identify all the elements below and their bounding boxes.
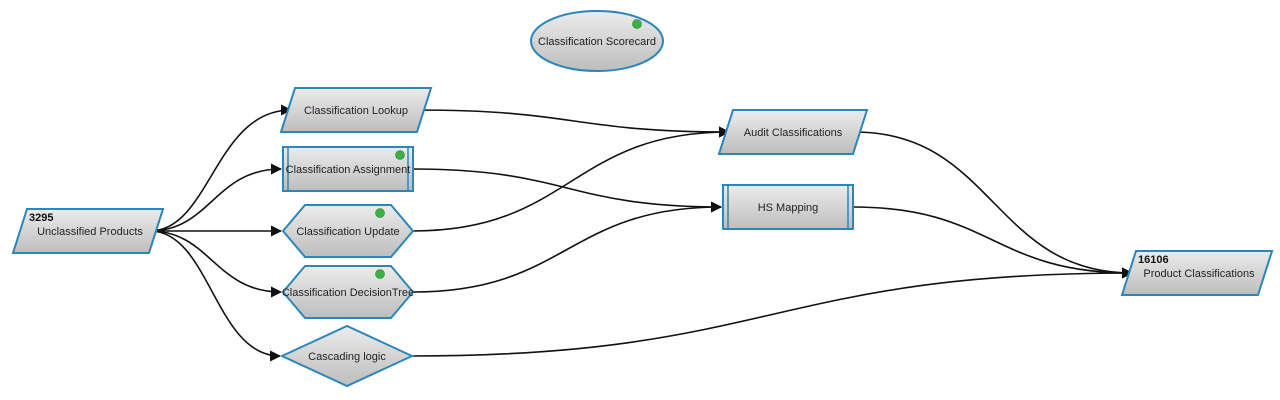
- process-shape: [282, 146, 414, 192]
- diamond-shape: [279, 324, 415, 388]
- node-label: Classification Assignment: [286, 164, 411, 176]
- edge-lookup-to-audit[interactable]: [418, 109, 731, 138]
- hexagon-shape: [281, 204, 415, 258]
- node-cascading[interactable]: Cascading logic: [279, 324, 415, 388]
- edges-layer: [149, 104, 1134, 362]
- status-indicator-icon: [632, 19, 642, 29]
- node-hsmapping[interactable]: HS Mapping: [722, 184, 854, 230]
- edge-update-to-audit[interactable]: [412, 126, 731, 232]
- node-label: Classification DecisionTree: [282, 287, 414, 299]
- node-lookup[interactable]: Classification Lookup: [279, 87, 433, 133]
- status-indicator-icon: [395, 150, 405, 160]
- edge-cascading-to-productclass[interactable]: [411, 267, 1134, 357]
- status-indicator-icon: [375, 208, 385, 218]
- edge-unclassified-to-assignment[interactable]: [149, 163, 283, 232]
- node-label: Classification Scorecard: [538, 36, 656, 48]
- edge-assignment-to-hsmapping[interactable]: [412, 168, 723, 213]
- node-label: Unclassified Products: [37, 226, 143, 238]
- edge-unclassified-to-cascading[interactable]: [149, 230, 282, 362]
- status-indicator-icon: [375, 269, 385, 279]
- hexagon-shape: [281, 265, 415, 319]
- node-label: HS Mapping: [758, 202, 819, 214]
- process-shape: [722, 184, 854, 230]
- node-assignment[interactable]: Classification Assignment: [282, 146, 414, 192]
- edge-unclassified-to-lookup[interactable]: [149, 104, 293, 232]
- parallelogram-shape: [279, 87, 433, 133]
- edge-hsmapping-to-productclass[interactable]: [852, 206, 1134, 279]
- node-label: Classification Lookup: [304, 105, 408, 117]
- parallelogram-shape: [717, 109, 869, 155]
- node-count: 3295: [29, 212, 53, 224]
- node-scorecard[interactable]: Classification Scorecard: [530, 10, 664, 72]
- node-audit[interactable]: Audit Classifications: [717, 109, 869, 155]
- edge-unclassified-to-decisiontree[interactable]: [149, 230, 283, 298]
- parallelogram-shape: [11, 208, 165, 254]
- parallelogram-shape: [1120, 250, 1274, 296]
- ellipse-shape: [530, 10, 664, 72]
- node-label: Product Classifications: [1143, 268, 1255, 280]
- node-count: 16106: [1138, 254, 1169, 266]
- node-label: Cascading logic: [308, 351, 386, 363]
- node-label: Classification Update: [296, 226, 399, 238]
- edge-audit-to-productclass[interactable]: [854, 131, 1134, 279]
- edge-decisiontree-to-hsmapping[interactable]: [412, 201, 723, 293]
- node-update[interactable]: Classification Update: [281, 204, 415, 258]
- node-decisiontree[interactable]: Classification DecisionTree: [281, 265, 415, 319]
- node-label: Audit Classifications: [744, 127, 843, 139]
